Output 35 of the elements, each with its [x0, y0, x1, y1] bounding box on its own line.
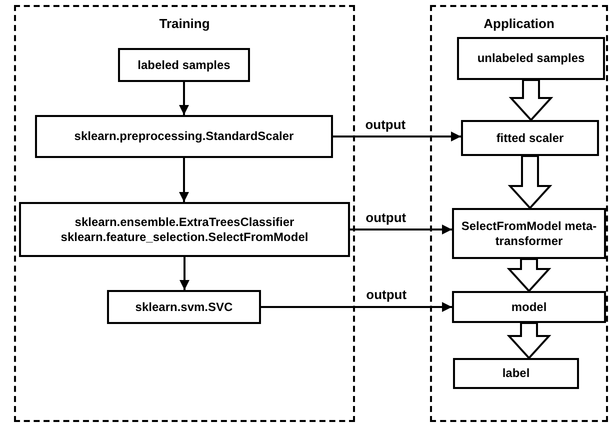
arrow — [350, 224, 452, 234]
hollow-block-arrow — [508, 155, 552, 210]
box-text: sklearn.svm.SVC — [135, 300, 233, 314]
hollow-block-arrow — [508, 79, 554, 122]
process-box — [35, 115, 333, 158]
dashed-group-frame — [14, 5, 355, 422]
edge-label: output — [364, 210, 408, 224]
edge-label: output — [365, 288, 408, 302]
arrow — [180, 257, 190, 290]
arrow — [179, 158, 189, 202]
process-box — [107, 290, 261, 324]
process-box — [19, 202, 350, 257]
process-box — [118, 48, 250, 82]
process-box — [461, 120, 599, 156]
box-text: sklearn.ensemble.ExtraTreesClassifier sklearn.feature_selection.SelectFromModel — [60, 214, 310, 244]
process-box — [457, 37, 605, 80]
box-text: label — [502, 366, 530, 381]
group-title: Application — [484, 16, 554, 31]
arrow — [179, 82, 189, 115]
arrow — [333, 132, 461, 142]
group-title: Training — [159, 16, 210, 31]
process-box — [452, 208, 606, 259]
process-box — [452, 291, 606, 323]
hollow-block-arrow — [506, 258, 552, 292]
box-text: sklearn.preprocessing.StandardScaler — [74, 129, 294, 144]
box-text: model — [511, 300, 547, 314]
box-text: labeled samples — [138, 58, 230, 72]
box-text: fitted scaler — [496, 130, 564, 146]
process-box — [453, 358, 579, 389]
hollow-block-arrow — [506, 322, 552, 360]
edge-label: output — [364, 118, 407, 132]
box-text: SelectFromModel meta-transformer — [460, 218, 598, 248]
dashed-group-frame — [430, 5, 608, 422]
box-text: unlabeled samples — [477, 51, 585, 66]
arrow — [261, 302, 452, 312]
